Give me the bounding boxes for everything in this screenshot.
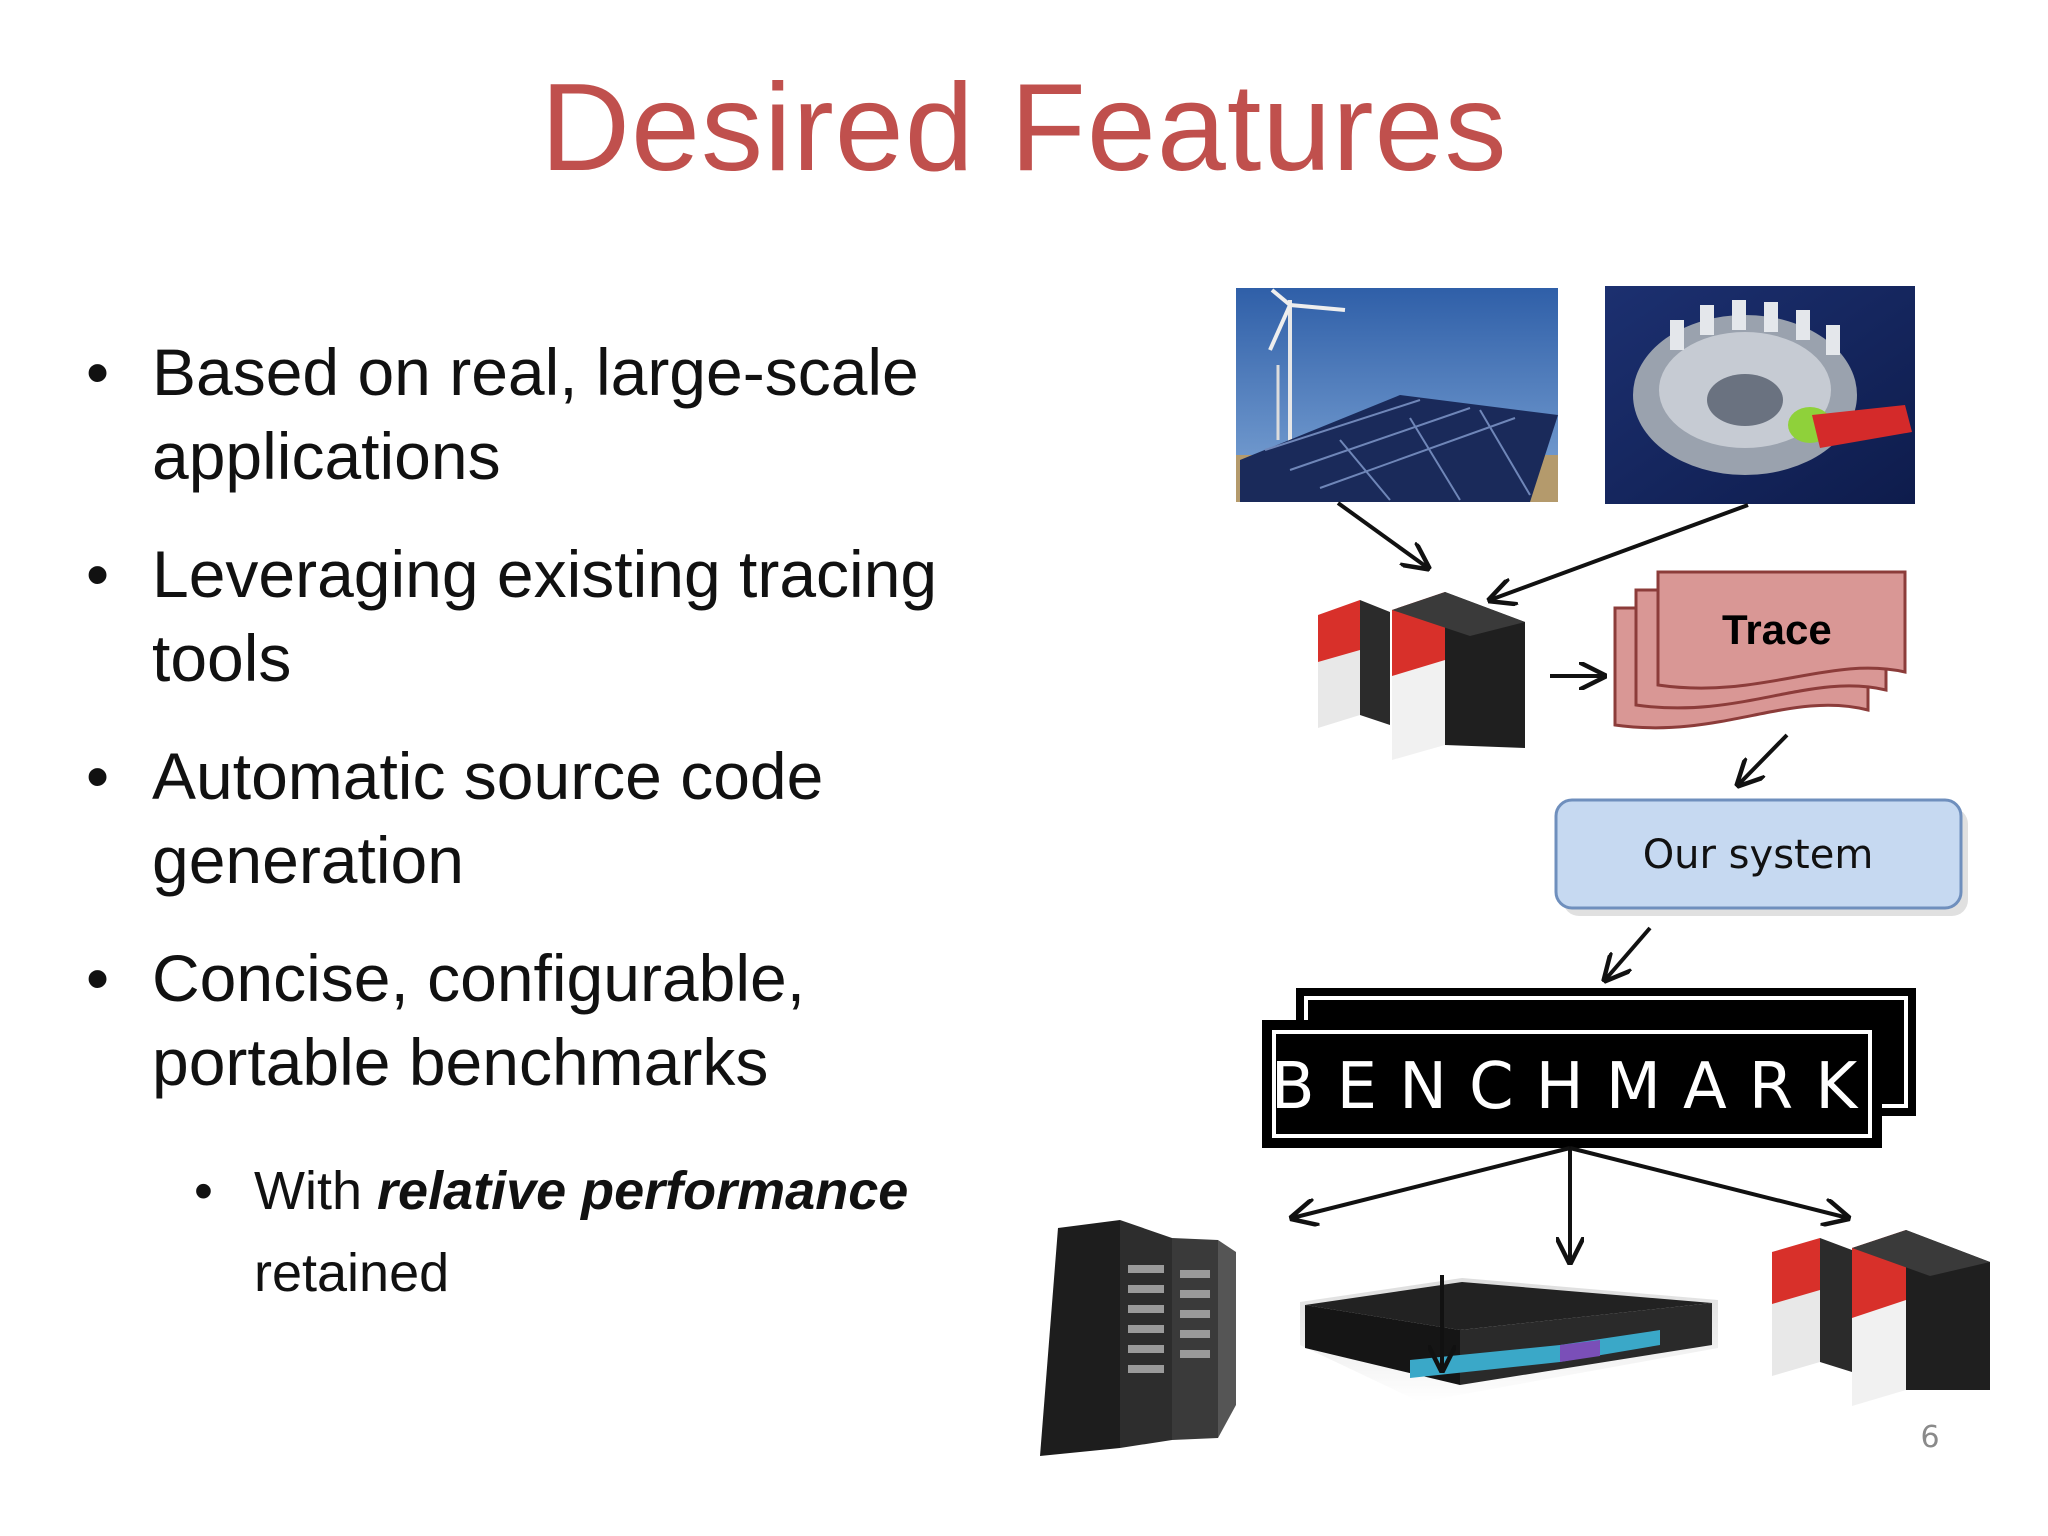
bullet-item: Concise, configurable, portable benchmark… [76, 936, 1036, 1104]
arrow-energy-to-computer [1336, 501, 1428, 568]
sub-bullet-item: With relative performance retained [178, 1150, 1038, 1314]
our-system-box: Our system [1554, 798, 1968, 916]
bullet-text: tools [152, 621, 292, 695]
supercomputer-icon [1318, 592, 1525, 760]
arrow-benchmark-to-left-machine [1292, 1146, 1571, 1218]
sub-bullet-suffix: retained [254, 1243, 450, 1303]
trace-label: Trace [1722, 606, 1832, 653]
server-rack-icon [1040, 1220, 1236, 1456]
bullet-text: Leveraging existing tracing [152, 537, 938, 611]
supercomputer-cluster-icon [1300, 1278, 1718, 1402]
sub-bullet-emphasis: relative performance [377, 1161, 909, 1221]
bullet-item: Based on real, large-scale applications [76, 330, 1036, 498]
bullet-text: generation [152, 823, 464, 897]
slide-title: Desired Features [540, 59, 1508, 197]
bullet-list: Based on real, large-scale applications L… [76, 330, 1036, 1138]
bullet-text: applications [152, 419, 501, 493]
bullet-item: Automatic source code generation [76, 734, 1036, 902]
bullet-text: Automatic source code [152, 739, 824, 813]
page-number: 6 [1920, 1420, 1940, 1455]
energy-photo-icon [1236, 288, 1558, 502]
system-label: Our system [1643, 832, 1874, 878]
sub-bullet-list: With relative performance retained [178, 1150, 1038, 1314]
arrow-benchmark-to-right-machine [1569, 1146, 1848, 1218]
benchmark-label: BENCHMARK [1271, 1050, 1879, 1124]
bullet-text: portable benchmarks [152, 1025, 769, 1099]
bullet-text: Concise, configurable, [152, 941, 806, 1015]
arrow-system-to-benchmark [1605, 926, 1652, 980]
benchmark-panel: BENCHMARK [1262, 988, 1916, 1148]
sub-bullet-prefix: With [254, 1161, 378, 1221]
arrow-trace-to-system [1738, 733, 1789, 785]
bullet-item: Leveraging existing tracing tools [76, 532, 1036, 700]
bullet-text: Based on real, large-scale [152, 335, 919, 409]
supercomputer-right-icon [1772, 1230, 1990, 1406]
trace-document-shape: Trace [1613, 570, 1907, 730]
fusion-reactor-photo-icon [1605, 286, 1915, 504]
arrow-fusion-to-computer [1490, 503, 1749, 600]
